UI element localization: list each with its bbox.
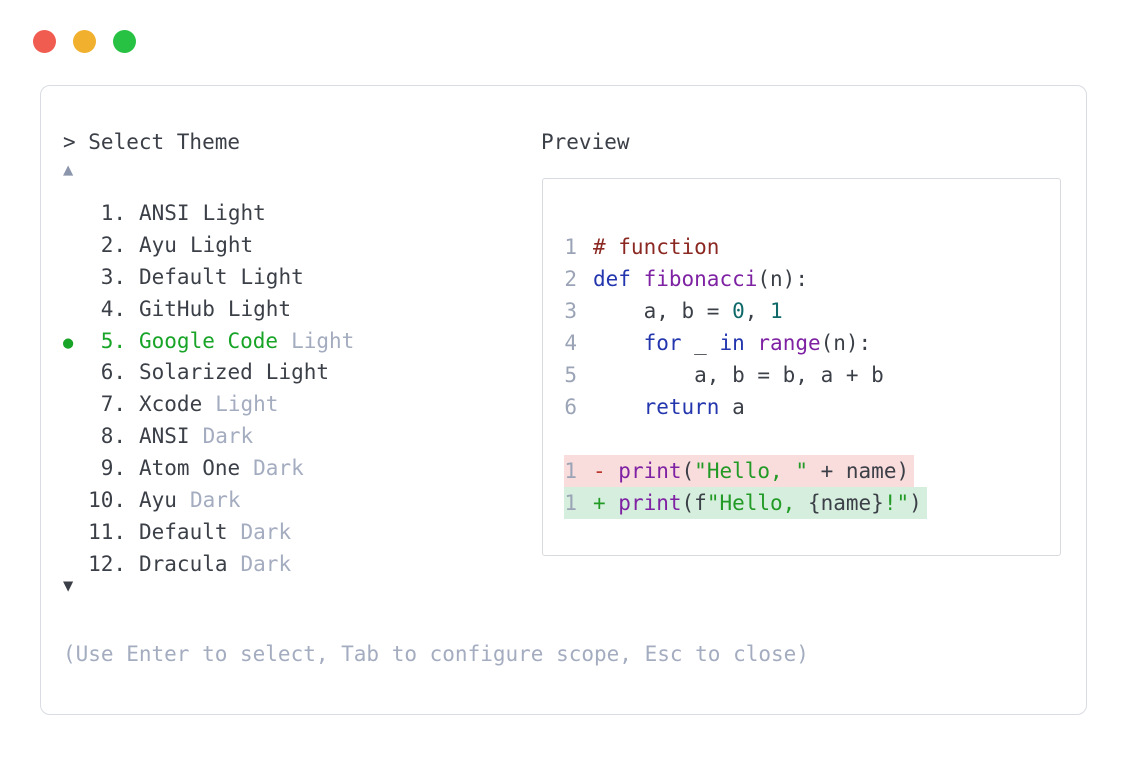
theme-name: Google Code <box>139 328 279 353</box>
line-number: 1 <box>564 459 577 483</box>
theme-number: 2. <box>100 232 126 257</box>
theme-name: Ayu <box>139 488 177 513</box>
close-button[interactable] <box>33 30 56 53</box>
theme-variant: Light <box>202 201 266 225</box>
theme-number: 5. <box>100 328 126 353</box>
diff-sample: 1- print("Hello, " + name)1+ print(f"Hel… <box>564 455 1060 519</box>
theme-list-item[interactable]: 9. Atom One Dark <box>63 453 354 485</box>
theme-name: Solarized <box>139 360 253 385</box>
line-number: 5 <box>564 363 577 387</box>
theme-number: 12. <box>88 551 126 576</box>
theme-variant: Dark <box>189 488 241 513</box>
theme-list-item[interactable]: 8. ANSI Dark <box>63 421 354 453</box>
theme-list-item[interactable]: 3. Default Light <box>63 262 354 294</box>
theme-list-item[interactable]: 11. Default Dark <box>63 517 354 549</box>
theme-variant: Dark <box>240 519 292 544</box>
theme-number: 6. <box>100 360 126 385</box>
minimize-button[interactable] <box>73 30 96 53</box>
theme-variant: Light <box>215 392 279 417</box>
theme-number: 1. <box>100 201 126 225</box>
scroll-down-indicator[interactable]: ▼ <box>63 576 74 596</box>
code-line: 4 for _ in range(n): <box>564 327 1060 359</box>
selected-item-bullet-icon: ● <box>63 332 74 353</box>
theme-variant: Light <box>189 232 254 257</box>
diff-line-add: 1+ print(f"Hello, {name}!") <box>564 487 927 519</box>
theme-list-item[interactable]: 7. Xcode Light <box>63 389 354 421</box>
theme-variant: Light <box>265 360 330 385</box>
theme-variant: Light <box>291 328 355 353</box>
theme-variant: Light <box>227 296 292 321</box>
theme-list-item[interactable]: ● 5. Google Code Light <box>63 326 354 358</box>
traffic-lights <box>33 30 136 53</box>
theme-list-item[interactable]: 6. Solarized Light <box>63 357 354 389</box>
scroll-up-indicator[interactable]: ▲ <box>63 160 74 180</box>
theme-number: 8. <box>100 424 126 449</box>
theme-variant: Dark <box>240 551 292 576</box>
theme-list-item[interactable]: 4. GitHub Light <box>63 294 354 326</box>
theme-number: 10. <box>88 488 126 513</box>
theme-variant: Light <box>240 264 304 289</box>
theme-list-item[interactable]: 1. ANSI Light <box>63 198 354 230</box>
theme-number: 9. <box>100 456 126 481</box>
theme-name: ANSI <box>139 424 190 449</box>
line-number: 1 <box>564 491 577 515</box>
code-line: 1# function <box>564 231 1060 263</box>
theme-list-item[interactable]: 12. Dracula Dark <box>63 549 354 581</box>
theme-variant: Dark <box>253 456 304 481</box>
theme-number: 11. <box>88 519 126 544</box>
maximize-button[interactable] <box>113 30 136 53</box>
theme-name: Xcode <box>139 392 203 417</box>
line-number: 3 <box>564 299 577 323</box>
theme-number: 3. <box>100 264 126 289</box>
theme-name: Default <box>139 519 228 544</box>
theme-number: 4. <box>100 296 126 321</box>
select-theme-prompt: > Select Theme <box>63 130 241 154</box>
line-number: 4 <box>564 331 577 355</box>
theme-name: Atom One <box>139 456 241 481</box>
theme-name: ANSI <box>139 201 190 225</box>
theme-list-item[interactable]: 2. Ayu Light <box>63 230 354 262</box>
theme-name: Default <box>139 264 228 289</box>
code-line: 6 return a <box>564 391 1060 423</box>
theme-name: Ayu <box>139 232 177 257</box>
keyboard-hint: (Use Enter to select, Tab to configure s… <box>63 642 809 666</box>
theme-name: GitHub <box>139 296 215 321</box>
theme-variant: Dark <box>202 424 254 449</box>
theme-name: Dracula <box>139 551 228 576</box>
line-number: 2 <box>564 267 577 291</box>
code-line: 3 a, b = 0, 1 <box>564 295 1060 327</box>
theme-number: 7. <box>100 392 126 417</box>
code-line: 5 a, b = b, a + b <box>564 359 1060 391</box>
diff-line-del: 1- print("Hello, " + name) <box>564 455 915 487</box>
line-number: 6 <box>564 395 577 419</box>
theme-list-item[interactable]: 10. Ayu Dark <box>63 485 354 517</box>
line-number: 1 <box>564 235 577 259</box>
preview-title: Preview <box>541 130 630 154</box>
